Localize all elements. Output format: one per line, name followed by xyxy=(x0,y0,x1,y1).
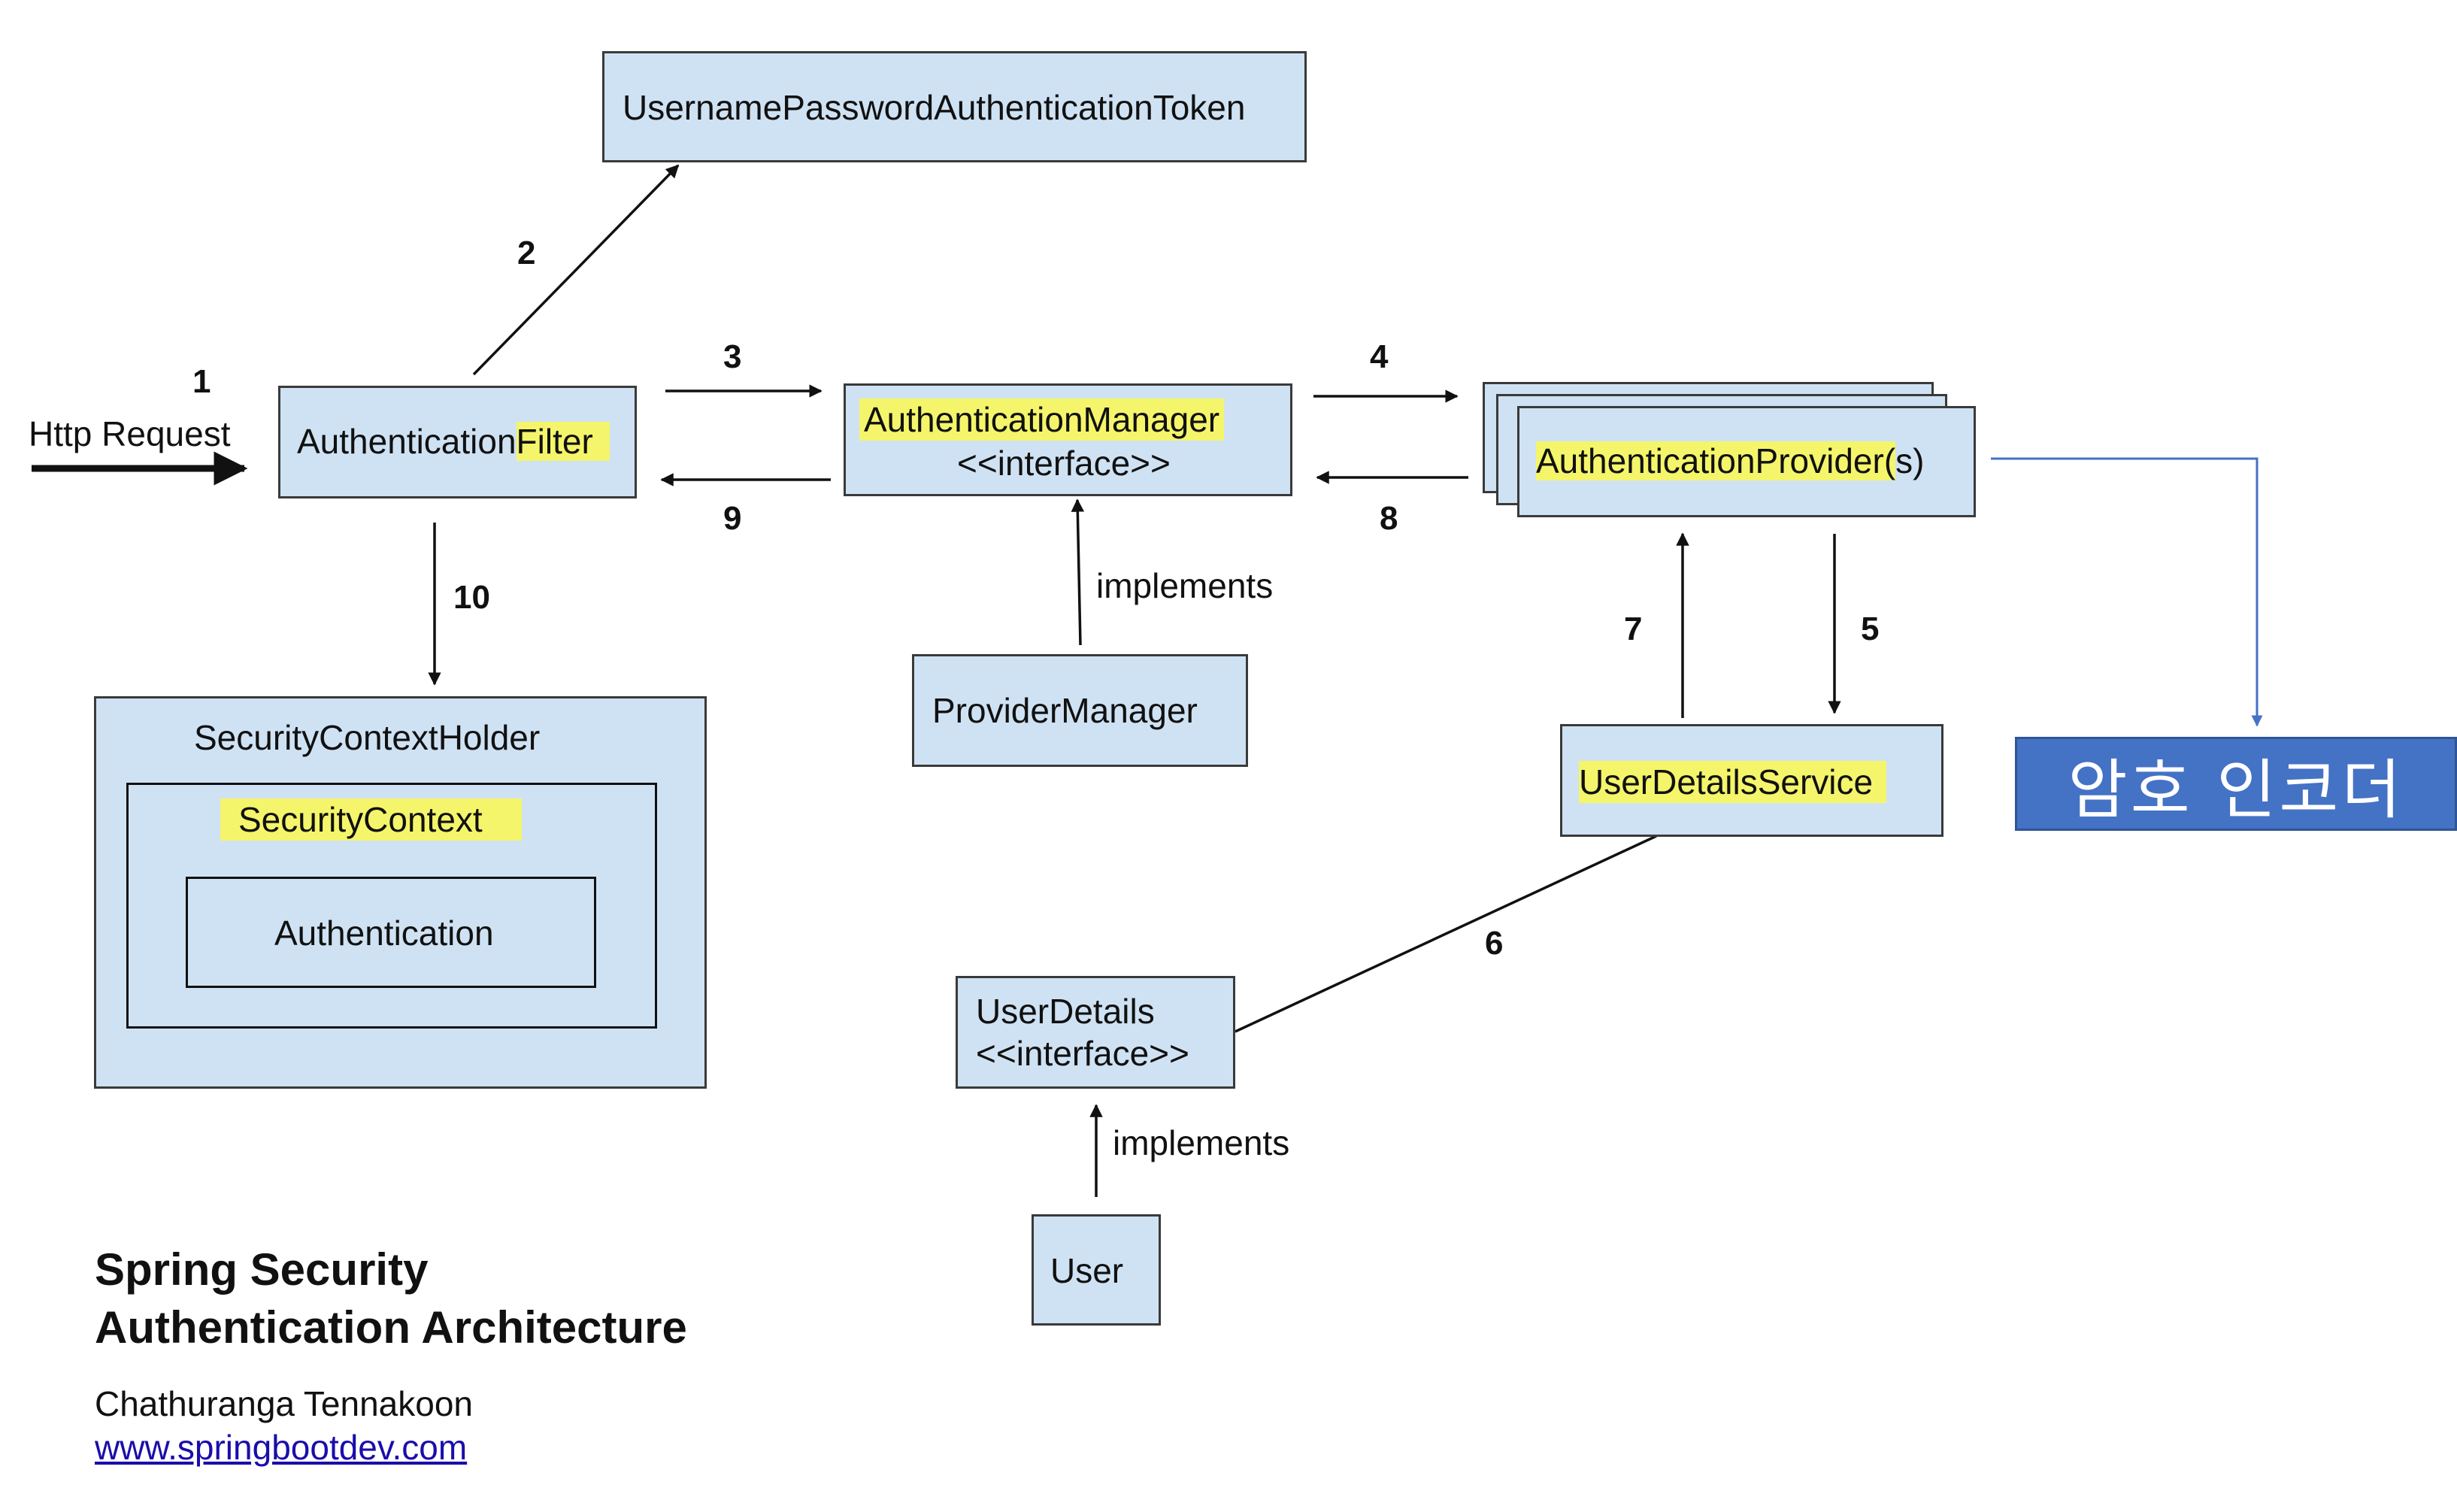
arrow-step-2 xyxy=(472,164,680,376)
user-label: User xyxy=(1050,1251,1124,1290)
implements-label-user: implements xyxy=(1113,1123,1290,1162)
username-password-authentication-token-box: UsernamePasswordAuthenticationToken xyxy=(602,51,1307,162)
connector-password-encoder xyxy=(1991,457,2263,727)
title-line-1: Spring Security xyxy=(95,1244,429,1295)
step-number-4: 4 xyxy=(1370,338,1389,375)
manager-label: AuthenticationManager xyxy=(859,398,1225,441)
manager-interface-label: <<interface>> xyxy=(957,444,1171,483)
step-number-1: 1 xyxy=(192,363,211,400)
provider-manager-box: ProviderManager xyxy=(912,654,1248,767)
authentication-label: Authentication xyxy=(274,914,494,953)
security-context-holder-label: SecurityContextHolder xyxy=(194,718,541,757)
authentication-box: Authentication xyxy=(186,877,596,988)
token-label: UsernamePasswordAuthenticationToken xyxy=(623,88,1246,127)
user-details-interface-label: <<interface>> xyxy=(976,1034,1189,1073)
step-number-5: 5 xyxy=(1861,611,1880,647)
user-details-service-box: UserDetailsService xyxy=(1560,724,1943,837)
title-line-2: Authentication Architecture xyxy=(95,1302,687,1353)
filter-label: AuthenticationFilter xyxy=(297,420,610,462)
authentication-provider-box: AuthenticationProvider(s) xyxy=(1517,406,1976,517)
step-number-9: 9 xyxy=(723,500,742,537)
step-number-3: 3 xyxy=(723,338,742,375)
security-context-holder-box: SecurityContextHolder SecurityContext Au… xyxy=(94,696,707,1089)
user-box: User xyxy=(1032,1214,1161,1326)
authentication-filter-box: AuthenticationFilter xyxy=(278,386,637,498)
line-step-6 xyxy=(1235,835,1657,1033)
authentication-manager-box: AuthenticationManager <<interface>> xyxy=(844,383,1292,496)
provider-label-suffix: s) xyxy=(1895,441,1925,480)
security-context-label: SecurityContext xyxy=(220,798,522,841)
step-number-6: 6 xyxy=(1485,925,1504,962)
password-encoder-box: 암호 인코더 xyxy=(2015,737,2457,831)
security-context-box: SecurityContext Authentication xyxy=(126,783,657,1029)
http-request-label: Http Request xyxy=(29,414,231,453)
filter-label-prefix: Authentication xyxy=(297,422,517,461)
filter-label-highlight: Filter xyxy=(516,422,610,461)
provider-manager-label: ProviderManager xyxy=(932,691,1198,730)
author-name: Chathuranga Tennakoon xyxy=(95,1384,474,1423)
step-number-10: 10 xyxy=(453,579,490,616)
arrow-implements-provider-manager xyxy=(1071,498,1085,646)
step-number-2: 2 xyxy=(517,235,536,271)
user-details-service-label: UserDetailsService xyxy=(1579,761,1887,803)
diagram-title: Spring Security Authentication Architect… xyxy=(95,1241,687,1356)
implements-label-provider-manager: implements xyxy=(1096,566,1274,605)
step-number-7: 7 xyxy=(1624,611,1643,647)
provider-label-highlight: AuthenticationProvider( xyxy=(1536,441,1896,480)
website-link[interactable]: www.springbootdev.com xyxy=(95,1428,468,1467)
step-number-8: 8 xyxy=(1380,500,1398,537)
user-details-label: UserDetails xyxy=(976,992,1155,1031)
user-details-box: UserDetails <<interface>> xyxy=(956,976,1235,1089)
provider-label: AuthenticationProvider(s) xyxy=(1536,440,1924,482)
